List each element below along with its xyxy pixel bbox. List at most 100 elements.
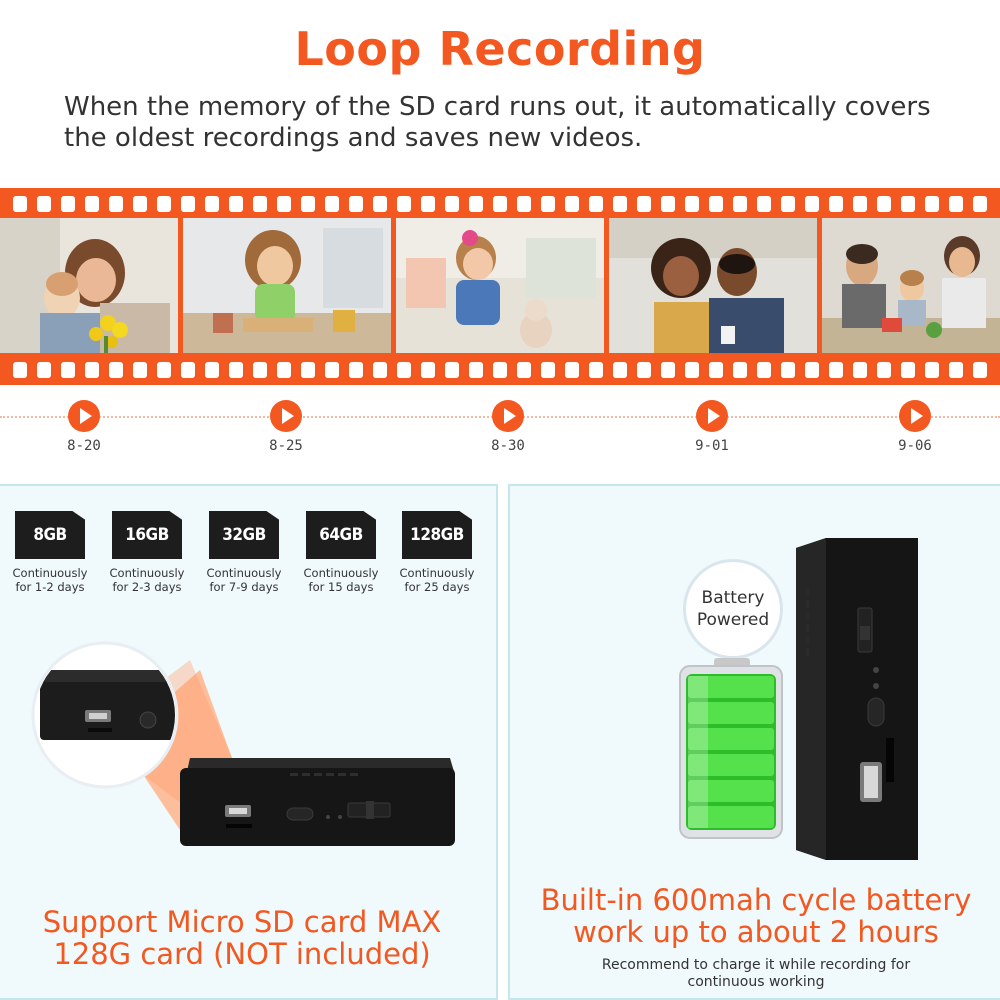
- film-perforation: [733, 196, 747, 212]
- film-perforation: [301, 362, 315, 378]
- film-perforation: [925, 362, 939, 378]
- sd-support-caption: Support Micro SD card MAX 128G card (NOT…: [0, 906, 484, 970]
- timeline-point: 9-01: [682, 400, 742, 454]
- film-perforation: [469, 196, 483, 212]
- film-frame-girl-playing: [183, 218, 391, 353]
- film-perforation: [709, 196, 723, 212]
- film-perforation: [133, 362, 147, 378]
- film-perforation: [373, 362, 387, 378]
- film-perforation: [445, 362, 459, 378]
- battery-powered-badge: Battery Powered: [683, 559, 783, 659]
- film-perforation: [733, 362, 747, 378]
- film-strip: [0, 188, 1000, 385]
- sd-card-duration-line-1: Continuously: [206, 566, 282, 580]
- sd-card-icon: 16GB: [112, 511, 182, 559]
- film-perforation: [541, 362, 555, 378]
- sd-card-duration-line-1: Continuously: [399, 566, 475, 580]
- sd-card-capacity: 16GB: [125, 525, 169, 545]
- sd-card-icon: 128GB: [402, 511, 472, 559]
- sd-card-duration-line-1: Continuously: [12, 566, 88, 580]
- sd-card-capacity: 128GB: [410, 525, 464, 545]
- sd-card-icon: 32GB: [209, 511, 279, 559]
- film-perforation: [493, 196, 507, 212]
- badge-line-2: Powered: [696, 610, 770, 630]
- play-icon[interactable]: [68, 400, 100, 432]
- film-perforation: [397, 196, 411, 212]
- film-perforation: [685, 196, 699, 212]
- film-perforation: [541, 196, 555, 212]
- device-sd-slot-illustration: [31, 641, 455, 846]
- film-frame-toddler: [396, 218, 604, 353]
- timeline-point: 8-30: [478, 400, 538, 454]
- sd-card-capacity: 8GB: [33, 525, 67, 545]
- timeline-point: 9-06: [885, 400, 945, 454]
- sd-card-duration: Continuously for 7-9 days: [196, 566, 292, 594]
- sd-card-capacity: 32GB: [222, 525, 266, 545]
- sd-card-duration-line-1: Continuously: [303, 566, 379, 580]
- sd-card-duration-line-2: for 7-9 days: [209, 580, 279, 594]
- film-perforation: [301, 196, 315, 212]
- film-perforation: [781, 362, 795, 378]
- sd-card-capacity: 64GB: [319, 525, 363, 545]
- sd-card-item: 64GB Continuously for 15 days: [293, 511, 389, 594]
- film-perforation: [421, 196, 435, 212]
- film-perforation: [157, 196, 171, 212]
- timeline-date: 8-20: [67, 438, 101, 454]
- timeline-date: 8-30: [491, 438, 525, 454]
- film-perforation: [373, 196, 387, 212]
- sd-card-item: 128GB Continuously for 25 days: [389, 511, 485, 594]
- sd-card-duration: Continuously for 15 days: [293, 566, 389, 594]
- subtitle-line-2: the oldest recordings and saves new vide…: [64, 123, 643, 153]
- film-perforation: [229, 362, 243, 378]
- sd-card-duration-line-2: for 1-2 days: [15, 580, 85, 594]
- film-perforation: [85, 362, 99, 378]
- film-perforation: [37, 196, 51, 212]
- timeline-date: 9-06: [898, 438, 932, 454]
- film-perforation: [493, 362, 507, 378]
- film-perforation: [61, 196, 75, 212]
- film-perforation: [565, 362, 579, 378]
- film-perforation: [13, 362, 27, 378]
- sd-support-caption-line-1: Support Micro SD card MAX: [42, 905, 442, 939]
- subtitle-line-1: When the memory of the SD card runs out,…: [64, 92, 931, 122]
- page-title: Loop Recording: [294, 22, 706, 76]
- play-icon[interactable]: [492, 400, 524, 432]
- film-perforation: [445, 196, 459, 212]
- sd-support-caption-line-2: 128G card (NOT included): [53, 937, 431, 971]
- play-icon[interactable]: [270, 400, 302, 432]
- film-perforation: [877, 196, 891, 212]
- film-perforation: [661, 362, 675, 378]
- sd-card-duration: Continuously for 2-3 days: [99, 566, 195, 594]
- film-perforation: [973, 196, 987, 212]
- play-icon[interactable]: [696, 400, 728, 432]
- sd-card-duration-line-2: for 15 days: [308, 580, 374, 594]
- film-perforation: [949, 362, 963, 378]
- film-perforations-top: [0, 196, 1000, 212]
- film-perforation: [901, 362, 915, 378]
- film-perforation: [661, 196, 675, 212]
- film-frame-family-cooking: [822, 218, 1000, 353]
- film-perforation: [853, 362, 867, 378]
- sd-card-icon: 64GB: [306, 511, 376, 559]
- timeline-date: 9-01: [695, 438, 729, 454]
- film-perforation: [637, 196, 651, 212]
- sd-card-item: 8GB Continuously for 1-2 days: [2, 511, 98, 594]
- sd-card-item: 16GB Continuously for 2-3 days: [99, 511, 195, 594]
- charging-note: Recommend to charge it while recording f…: [510, 957, 1000, 991]
- film-perforation: [37, 362, 51, 378]
- film-frame-couple: [609, 218, 817, 353]
- sd-card-duration-line-2: for 2-3 days: [112, 580, 182, 594]
- sd-card-duration: Continuously for 1-2 days: [2, 566, 98, 594]
- badge-line-1: Battery: [701, 588, 765, 608]
- film-perforation: [277, 362, 291, 378]
- film-perforation: [181, 362, 195, 378]
- film-perforation: [949, 196, 963, 212]
- film-perforation: [781, 196, 795, 212]
- battery-caption-line-2: work up to about 2 hours: [573, 915, 939, 949]
- film-perforation: [757, 196, 771, 212]
- film-perforation: [253, 362, 267, 378]
- charging-note-line-1: Recommend to charge it while recording f…: [601, 957, 911, 973]
- page-subtitle: When the memory of the SD card runs out,…: [64, 92, 964, 154]
- play-icon[interactable]: [899, 400, 931, 432]
- film-perforation: [229, 196, 243, 212]
